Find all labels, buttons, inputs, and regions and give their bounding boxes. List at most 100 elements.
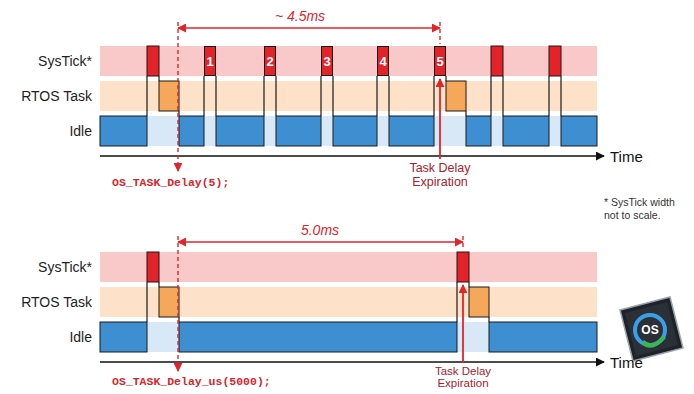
expiration-label: Task Delay Expiration	[423, 365, 503, 389]
delay-start-arrow	[177, 236, 178, 371]
code-call: OS_TASK_Delay_us(5000);	[112, 375, 271, 388]
transition-line	[488, 317, 489, 322]
transition-line	[388, 76, 389, 116]
row-label: SysTick*	[38, 53, 92, 69]
row-label: Idle	[69, 329, 92, 345]
axis-label: Time	[610, 148, 643, 165]
tick-number: 1	[206, 55, 213, 68]
state-block	[159, 81, 179, 111]
extension-line	[439, 22, 440, 44]
state-block	[457, 252, 469, 282]
activity-column	[159, 116, 179, 146]
duration-label: ~ 4.5ms	[275, 8, 325, 24]
duration-label: 5.0ms	[301, 222, 339, 238]
chip-label: OS	[641, 323, 658, 337]
transition-line	[456, 282, 457, 322]
dimension-line	[178, 27, 440, 28]
state-block	[333, 116, 377, 146]
activity-column	[159, 322, 179, 352]
transition-line	[263, 76, 264, 116]
transition-line	[445, 76, 446, 81]
tick-number: 3	[323, 55, 330, 68]
waveform	[100, 252, 597, 352]
state-block	[159, 287, 179, 317]
transition-line	[560, 76, 561, 116]
systick-pulse: 4	[377, 46, 389, 76]
activity-column	[204, 116, 216, 146]
activity-column	[469, 322, 489, 352]
state-block	[147, 46, 159, 76]
transition-line	[433, 76, 434, 116]
state-block	[389, 116, 434, 146]
systick-pulse: 5	[434, 46, 446, 76]
row-label: RTOS Task	[21, 88, 92, 104]
row-label: Idle	[69, 123, 92, 139]
extension-line	[462, 236, 463, 250]
transition-line	[465, 111, 466, 116]
transition-line	[146, 282, 147, 322]
activity-column	[147, 116, 159, 146]
state-block	[100, 116, 147, 146]
systick-band: SysTick*12345	[100, 46, 597, 76]
time-axis	[100, 155, 604, 157]
activity-column	[549, 116, 561, 146]
transition-line	[490, 76, 491, 116]
state-block	[179, 322, 457, 352]
transition-line	[376, 76, 377, 116]
transition-line	[320, 76, 321, 116]
expiration-arrow	[439, 79, 441, 159]
state-block	[276, 116, 321, 146]
row-label: SysTick*	[38, 259, 92, 275]
activity-column	[147, 322, 159, 352]
transition-line	[158, 282, 159, 287]
expiration-arrow	[462, 285, 464, 363]
dimension-line	[178, 241, 463, 242]
tick-number: 4	[379, 55, 386, 68]
state-block	[179, 116, 204, 146]
row-label: RTOS Task	[21, 294, 92, 310]
activity-column	[321, 116, 333, 146]
systick-pulse: 2	[264, 46, 276, 76]
transition-line	[158, 76, 159, 81]
state-block	[446, 81, 466, 111]
axis-label: Time	[610, 354, 643, 371]
expiration-label: Task Delay Expiration	[390, 161, 490, 189]
state-block	[561, 116, 597, 146]
tick-number: 5	[436, 55, 443, 68]
state-block	[100, 322, 147, 352]
transition-line	[275, 76, 276, 116]
state-block	[491, 46, 503, 76]
transition-line	[215, 76, 216, 116]
transition-line	[502, 76, 503, 116]
transition-line	[548, 76, 549, 116]
state-block	[216, 116, 264, 146]
activity-column	[264, 116, 276, 146]
activity-column	[446, 116, 466, 146]
tick-number: 2	[266, 55, 273, 68]
systick-pulse: 1	[204, 46, 216, 76]
systick-pulse: 3	[321, 46, 333, 76]
state-block	[503, 116, 549, 146]
transition-line	[146, 76, 147, 116]
activity-column	[491, 116, 503, 146]
waveform	[100, 46, 597, 146]
systick-band: SysTick*	[100, 252, 597, 282]
transition-line	[468, 282, 469, 287]
chip-body	[620, 297, 683, 361]
time-axis	[100, 361, 604, 363]
footnote: * SysTick width not to scale.	[604, 196, 690, 222]
os-chip-icon	[620, 297, 683, 361]
chip-face	[625, 302, 678, 356]
state-block	[466, 116, 491, 146]
state-block	[489, 322, 597, 352]
transition-line	[203, 76, 204, 116]
code-call: OS_TASK_Delay(5);	[112, 176, 229, 189]
delay-start-arrow	[177, 22, 178, 171]
state-block	[147, 252, 159, 282]
chip-check	[642, 336, 666, 348]
activity-column	[377, 116, 389, 146]
transition-line	[332, 76, 333, 116]
state-block	[549, 46, 561, 76]
state-block	[469, 287, 489, 317]
